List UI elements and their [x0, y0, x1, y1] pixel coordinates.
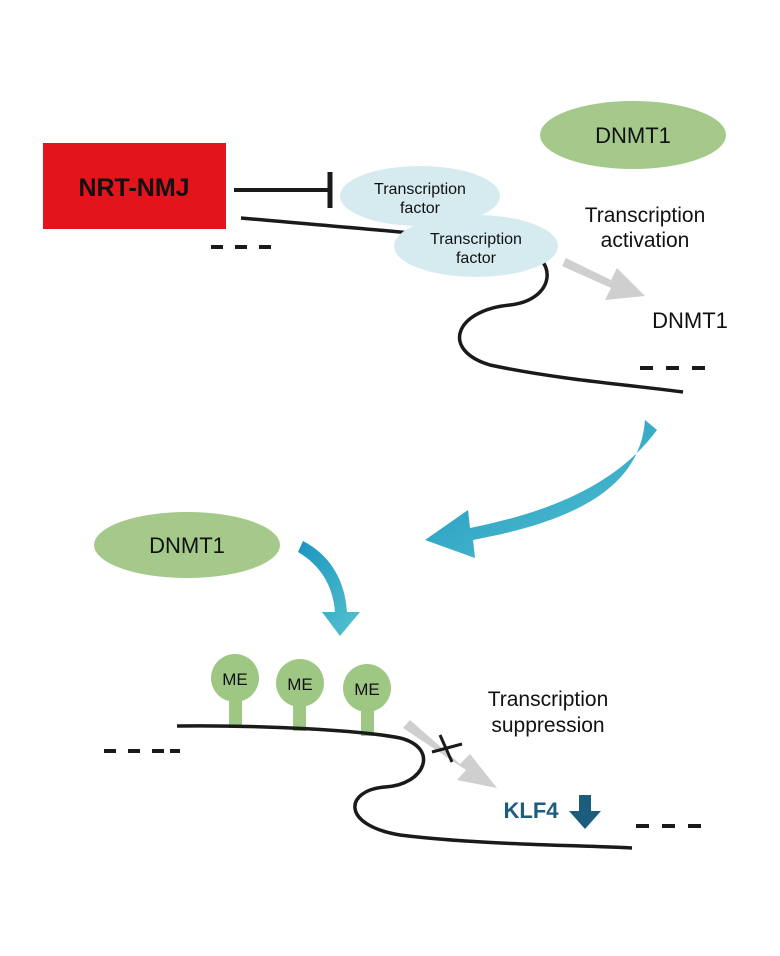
- teal-curved-arrow-large: [425, 420, 657, 558]
- activation-label-line2: activation: [601, 229, 690, 252]
- dnmt1-bottom-label: DNMT1: [149, 533, 225, 558]
- dna-strand-bottom: [176, 724, 633, 850]
- inhibition-arrow: [234, 172, 333, 208]
- dnmt1-protein-top: DNMT1: [540, 101, 726, 169]
- dnmt1-protein-bottom: DNMT1: [94, 512, 280, 578]
- transcription-factor-2: Transcription factor: [394, 215, 558, 277]
- nrt-nmj-label: NRT-NMJ: [78, 174, 189, 202]
- methyl-marker-1: ME: [211, 654, 259, 728]
- tf2-label-line2: factor: [456, 250, 497, 267]
- dnmt1-top-label: DNMT1: [595, 123, 671, 148]
- methyl-marker-2: ME: [276, 659, 324, 731]
- down-arrow-icon: [569, 795, 601, 829]
- methyl-marker-3: ME: [343, 664, 391, 736]
- me-label-3: ME: [354, 680, 380, 699]
- me-label-2: ME: [287, 675, 313, 694]
- dnmt1-gene-label: DNMT1: [652, 308, 728, 333]
- transcription-factor-1: Transcription factor: [340, 166, 500, 226]
- blocked-cross-icon: [431, 734, 463, 763]
- activation-label-line1: Transcription: [585, 204, 706, 227]
- suppression-arrow: [403, 720, 497, 788]
- tf1-label-line2: factor: [400, 200, 441, 217]
- teal-curved-arrow-small: [298, 541, 360, 636]
- suppression-label-line1: Transcription: [488, 688, 609, 711]
- tf2-label-line1: Transcription: [430, 231, 522, 248]
- me-label-1: ME: [222, 670, 248, 689]
- klf4-label: KLF4: [504, 798, 560, 823]
- nrt-nmj-box: NRT-NMJ: [43, 143, 226, 229]
- suppression-label-line2: suppression: [491, 714, 604, 737]
- tf1-label-line1: Transcription: [374, 181, 466, 198]
- activation-arrow: [562, 258, 645, 300]
